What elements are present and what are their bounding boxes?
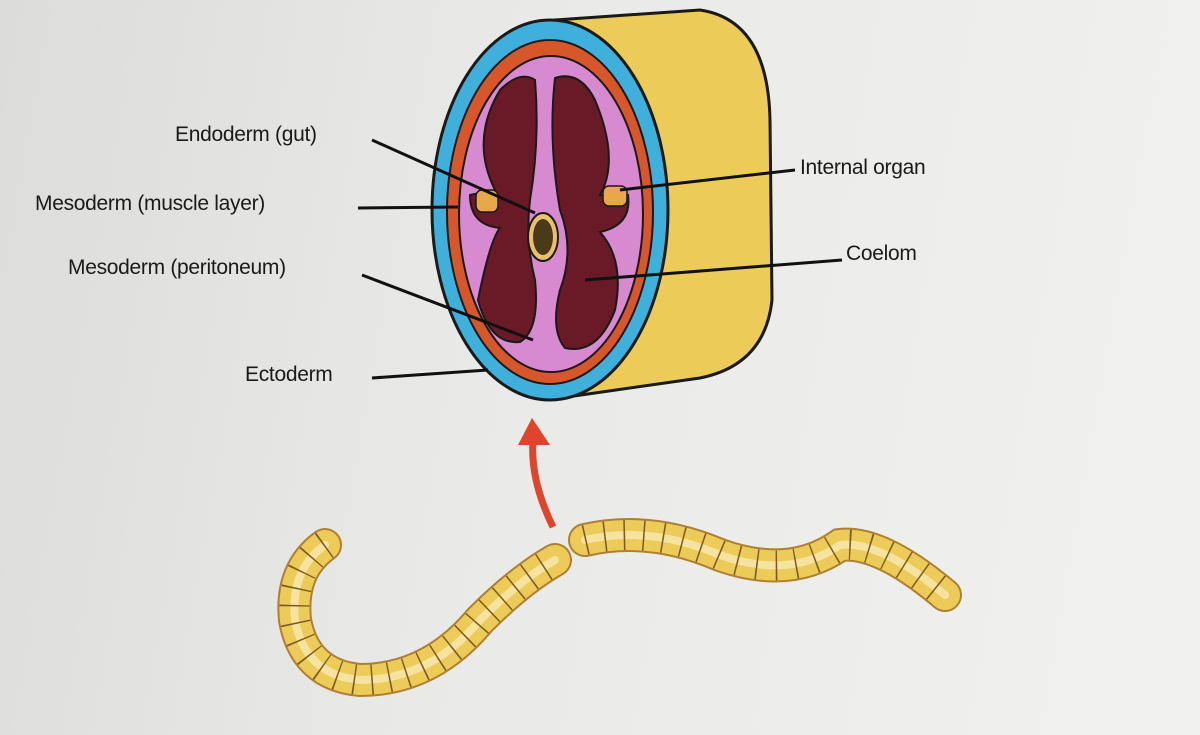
arrow-icon — [529, 439, 557, 529]
label-peritoneum: Mesoderm (peritoneum) — [68, 256, 286, 279]
coelom-right — [551, 75, 630, 350]
leader-lines — [357, 138, 843, 380]
label-internal-organ: Internal organ — [800, 156, 926, 179]
label-endoderm: Endoderm (gut) — [175, 123, 317, 146]
label-muscle-layer: Mesoderm (muscle layer) — [35, 192, 265, 215]
internal-organ-left — [475, 189, 499, 213]
label-ectoderm: Ectoderm — [245, 363, 333, 386]
arrow-head — [518, 418, 550, 445]
gut-lumen — [533, 219, 553, 255]
earthworm — [277, 518, 962, 698]
label-coelom: Coelom — [846, 242, 917, 265]
